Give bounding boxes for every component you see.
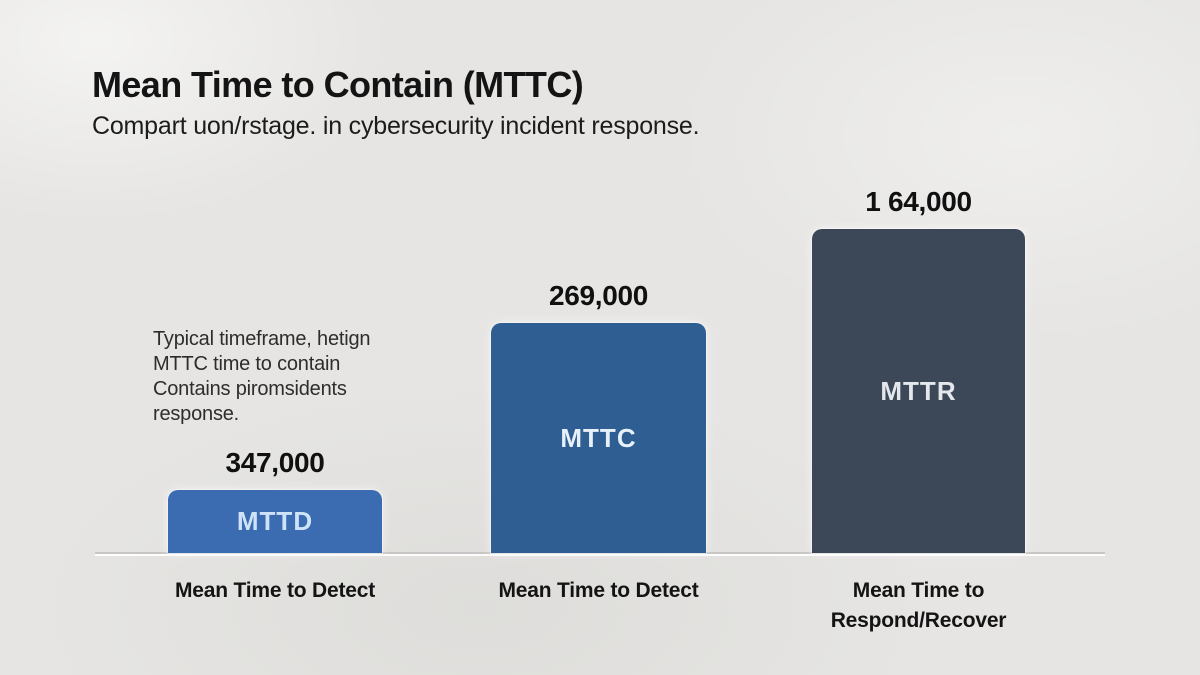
bar-value-label: 269,000 — [548, 280, 649, 311]
page-subtitle: Compart uon/rstage. in cybersecurity inc… — [92, 112, 700, 140]
bar-inner-label: MTTC — [560, 422, 637, 453]
bar-inner-label: MTTD — [236, 506, 314, 536]
chart-annotation: Typical timeframe, hetign MTTC time to c… — [153, 327, 453, 427]
x-axis-category-label: Mean Time to Respond/Recover — [830, 579, 1007, 632]
x-axis-category-label: Mean Time to Detect — [498, 579, 699, 602]
annotation-line: Typical timeframe, hetign — [153, 328, 371, 350]
page-title: Mean Time to Contain (MTTC) — [92, 64, 584, 105]
bar-mttr: MTTR — [812, 229, 1025, 553]
x-axis-line — [95, 552, 1105, 554]
bar-value-label: 347,000 — [225, 447, 325, 478]
annotation-line: response. — [153, 403, 240, 425]
bar-inner-label: MTTR — [880, 375, 957, 406]
bar-group-mttd: 347,000 MTTD Mean Time to Detect — [168, 447, 382, 602]
bar-mttc: MTTC — [491, 323, 706, 553]
annotation-line: Contains piromsidents — [153, 378, 347, 400]
bar-group-mttc: 269,000 MTTC Mean Time to Detect — [491, 280, 706, 602]
bar-mttd: MTTD — [168, 490, 382, 553]
x-axis-category-label: Mean Time to Detect — [174, 579, 376, 602]
chart-header: Mean Time to Contain (MTTC) Compart uon/… — [92, 64, 1132, 142]
annotation-line: MTTC time to contain — [153, 353, 341, 375]
bar-value-label: 1 64,000 — [865, 186, 972, 217]
bar-group-mttr: 1 64,000 MTTR Mean Time to Respond/Recov… — [812, 186, 1025, 632]
